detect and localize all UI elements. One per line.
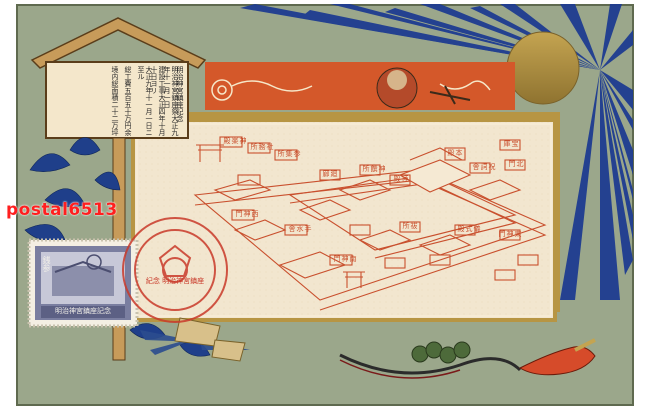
plan-label-haraisho: 祓所: [402, 222, 418, 229]
sign-line-2: 明治神宮鎮座祭大正九年十一月一日: [163, 66, 179, 136]
gold-sun-disc: [507, 32, 579, 104]
shrine-plan-panel: [133, 120, 555, 320]
sign-line-4: 大正九年十一月一日ニ至ル: [137, 66, 153, 136]
stamp-value-text: 銭参: [42, 256, 51, 272]
commemorative-postmark: [122, 217, 228, 323]
shrine-plan-drawing: [193, 136, 547, 311]
plan-label-kairo: 廻廊: [322, 170, 338, 177]
orange-banner: [205, 62, 515, 110]
sign-line-1: 明治神宮鎮座記念: [176, 66, 184, 122]
sign-line-3: 建設工事大正四年十月十日ヨリ: [150, 66, 166, 136]
plan-label-nishi-shinmon: 西神門: [235, 210, 259, 217]
postage-stamp: [27, 238, 139, 328]
plan-label-temizuya: 手水舎: [288, 225, 312, 232]
postmark-text: 紀念 明治神宮鎮座: [145, 277, 205, 285]
plan-label-norito: 祝詞舎: [472, 163, 496, 170]
banner-ornaments: [211, 79, 491, 101]
sign-line-6: 境内総面積二十二万坪: [111, 66, 119, 136]
plan-label-higashi-shinmon: 東神門: [498, 230, 522, 237]
plan-label-shinsen: 神饌所: [362, 165, 386, 172]
plan-label-honden: 本殿: [447, 149, 463, 156]
plan-label-minami-shinmon: 南神門: [333, 255, 357, 262]
coin-cord-tassel: [339, 338, 596, 379]
plan-label-gishikiden: 儀式殿: [457, 225, 481, 232]
stamp-face-text: 明治神宮鎮座記念: [55, 307, 111, 315]
watermark-text: postal6513: [6, 200, 118, 220]
plan-label-shamusho: 社務所: [250, 143, 274, 150]
plan-label-hoko: 宝庫: [503, 140, 519, 147]
sign-line-5: 総工費五百五十万円余: [124, 66, 132, 136]
plan-label-haiden: 拝殿: [393, 175, 409, 182]
gold-paper-scraps: [174, 317, 246, 362]
plan-label-kaguraden: 神楽殿: [223, 137, 247, 144]
plan-label-sanshujo: 参集所: [277, 150, 301, 157]
plan-label-kitamon: 北門: [508, 160, 524, 167]
